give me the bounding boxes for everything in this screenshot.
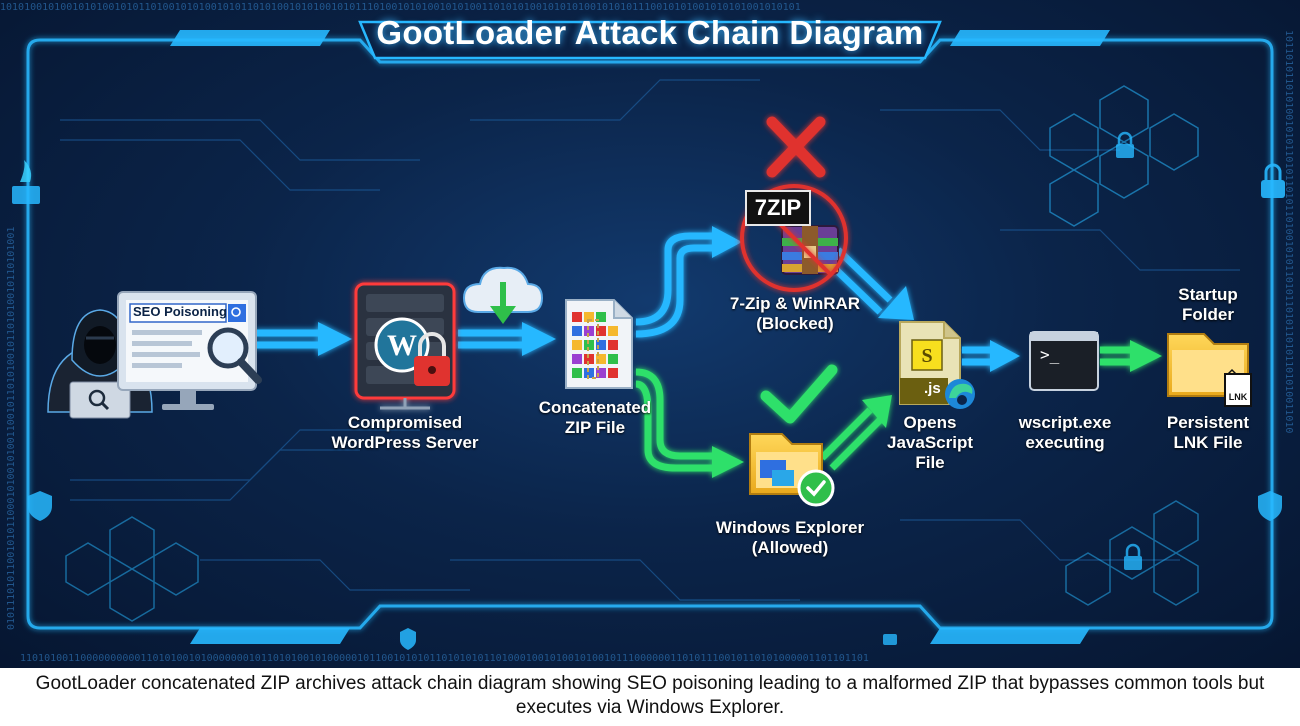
hex-cluster-top-right <box>1049 85 1199 227</box>
hex-cluster-bottom-left <box>65 516 199 622</box>
arrows-blue <box>255 226 1020 372</box>
binary-strip-bottom: 1101010011000000000011010100101000000010… <box>20 653 869 664</box>
svg-text:S: S <box>921 345 932 367</box>
zip-label: Concatenated ZIP File <box>538 398 652 437</box>
magnifier-icon <box>207 327 262 384</box>
seo-search-bar-text: SEO Poisoning <box>133 304 227 319</box>
lock-icon <box>1261 163 1285 198</box>
js-label: Opens JavaScript File <box>887 413 973 472</box>
title-plate <box>358 20 942 60</box>
lnk-file-icon: LNK <box>1224 373 1252 407</box>
wordpress-icon: W <box>374 317 430 373</box>
js-extension-label: .js <box>924 380 941 397</box>
edge-icon <box>945 379 975 409</box>
explorer-label: Windows Explorer (Allowed) <box>715 518 865 557</box>
terminal-icon <box>1029 331 1099 391</box>
diagram-canvas: 1010100101001010100101011010010101001010… <box>0 0 1300 668</box>
javascript-file-icon: S <box>899 321 961 405</box>
circuit-traces <box>60 79 1240 601</box>
frame-stripes <box>170 30 1110 644</box>
wscript-label: wscript.exe executing <box>1018 413 1112 452</box>
arrows-green <box>635 340 1162 478</box>
x-mark-icon <box>766 116 826 178</box>
folder-icon <box>749 433 835 507</box>
svg-text:W: W <box>387 329 417 362</box>
lnk-label: Persistent LNK File <box>1166 413 1250 452</box>
binary-strip-right: 1011010110101001010110101101011010010101… <box>1283 30 1294 434</box>
hex-cluster-bottom-right <box>1065 500 1199 606</box>
page-title: GootLoader Attack Chain Diagram <box>376 14 924 51</box>
firewall-icon <box>12 160 40 204</box>
cloud-download-icon <box>462 266 544 324</box>
server-label: Compromised WordPress Server <box>331 413 479 452</box>
diagram-graphics: W <box>12 20 1285 650</box>
binary-strip-top: 1010100101001010100101011010010101001010… <box>0 2 801 13</box>
7zip-logo: 7ZIP <box>745 190 811 226</box>
startup-label: Startup Folder <box>1178 285 1238 324</box>
zip-file-icon <box>565 299 633 389</box>
terminal-prompt: >_ <box>1040 345 1060 364</box>
hacker-icon <box>47 309 153 419</box>
padlock-icon <box>414 332 450 386</box>
lock-icon <box>883 131 1142 645</box>
frame-border <box>26 38 1274 630</box>
figure-caption: GootLoader concatenated ZIP archives att… <box>35 673 1265 718</box>
blocked-label: 7-Zip & WinRAR (Blocked) <box>729 294 861 333</box>
check-mark-icon <box>760 364 838 424</box>
shield-icon <box>28 491 1282 650</box>
